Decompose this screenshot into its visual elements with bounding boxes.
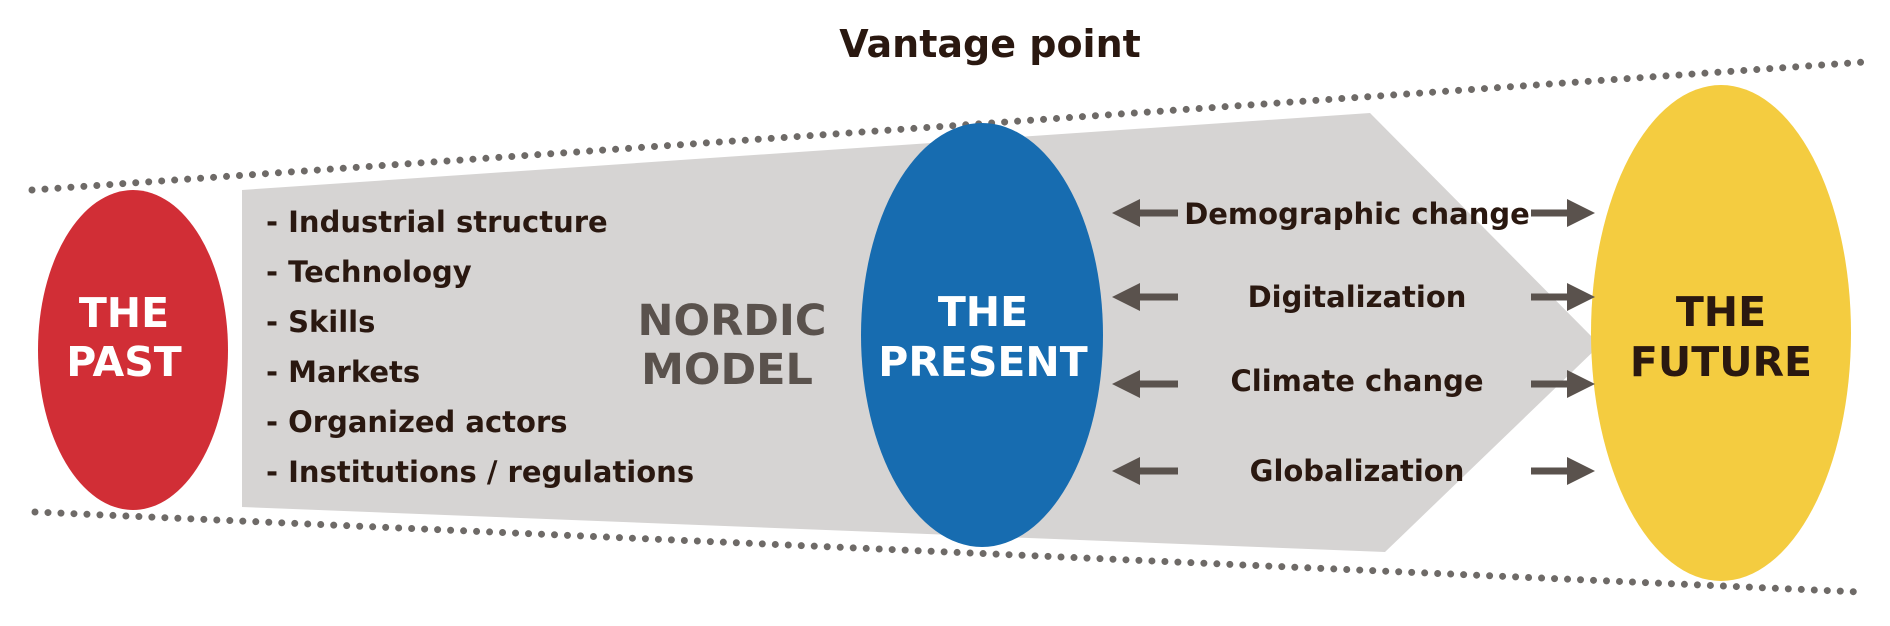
past-ellipse [38, 190, 228, 510]
factor-item: - Industrial structure [266, 205, 608, 239]
factor-item: - Markets [266, 355, 420, 389]
factor-item: - Skills [266, 305, 375, 339]
driver-label: Digitalization [1248, 280, 1467, 314]
diagram-title: Vantage point [839, 22, 1141, 66]
bottom-dotted-line [31, 508, 1864, 596]
future-label-line2: FUTURE [1630, 338, 1812, 386]
driver-label: Climate change [1230, 364, 1483, 398]
past-label-line2: PAST [66, 338, 182, 386]
present-label-line2: PRESENT [878, 338, 1087, 386]
factor-item: - Organized actors [266, 405, 568, 439]
present-label-line1: THE [938, 288, 1028, 336]
nordic-model-line1: NORDIC [638, 296, 827, 346]
nordic-model-line2: MODEL [641, 345, 813, 395]
drivers-list: Demographic change Digitalization Climat… [1184, 197, 1530, 488]
factor-item: - Technology [266, 255, 472, 289]
present-ellipse [861, 123, 1103, 547]
driver-label: Globalization [1250, 454, 1465, 488]
top-dotted-line [28, 58, 1869, 194]
future-ellipse [1591, 85, 1851, 581]
future-label-line1: THE [1676, 288, 1766, 336]
driver-label: Demographic change [1184, 197, 1530, 231]
factors-list: - Industrial structure - Technology - Sk… [266, 205, 694, 489]
past-label-line1: THE [79, 289, 169, 337]
factor-item: - Institutions / regulations [266, 455, 694, 489]
